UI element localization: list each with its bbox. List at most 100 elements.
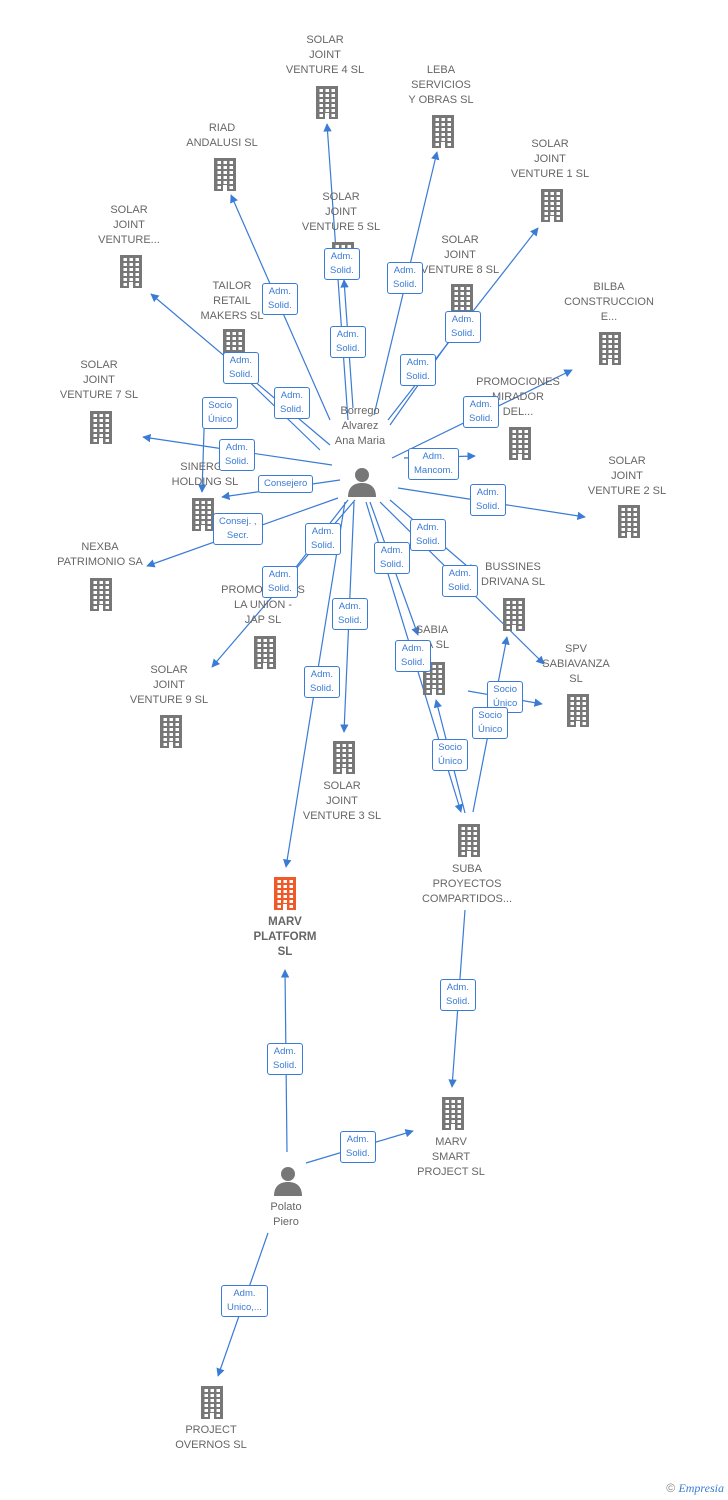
edge-label-borrego-to-tailor[interactable]: Adm. Solid. [274, 387, 310, 419]
node-polato[interactable] [273, 1166, 303, 1201]
edge-label-suba-to-marv_smart[interactable]: Adm. Solid. [440, 979, 476, 1011]
node-marv_platform[interactable] [270, 876, 300, 915]
node-solar2[interactable] [614, 504, 644, 543]
edge-label-borrego-to-solar4[interactable]: Adm. Solid. [324, 248, 360, 280]
building-icon [432, 115, 454, 148]
edge-label-borrego-to-marv_platform[interactable]: Adm. Solid. [304, 666, 340, 698]
node-label-polato[interactable]: Polato Piero [270, 1201, 302, 1228]
edge-label-borrego-to-solar7[interactable]: Adm. Solid. [219, 439, 255, 471]
person-icon [348, 468, 376, 497]
building-icon [254, 636, 276, 669]
node-promociones_mirador[interactable] [505, 426, 535, 465]
node-label-bussines[interactable]: BUSSINES DRIVANA SL [481, 561, 545, 588]
edge-label-suba-to-bussines[interactable]: Socio Único [472, 707, 509, 739]
node-label-solar2[interactable]: SOLAR JOINT VENTURE 2 SL [587, 455, 667, 497]
building-icon [618, 505, 640, 538]
node-label-solar5[interactable]: SOLAR JOINT VENTURE 5 SL [301, 191, 381, 233]
edge-label-borrego-to-bilba[interactable]: Adm. Solid. [463, 396, 499, 428]
node-solar9[interactable] [156, 714, 186, 753]
node-riad[interactable] [210, 157, 240, 196]
edge-label-borrego-to-solar8[interactable]: Adm. Solid. [400, 354, 436, 386]
building-icon [567, 694, 589, 727]
edge-label-borrego-to-solar_venture[interactable]: Adm. Solid. [223, 352, 259, 384]
node-borrego[interactable] [347, 467, 377, 502]
node-suba[interactable] [454, 823, 484, 862]
node-label-solar4[interactable]: SOLAR JOINT VENTURE 4 SL [285, 34, 365, 76]
building-icon [509, 427, 531, 460]
building-icon [274, 877, 296, 910]
node-label-borrego[interactable]: Borrego Alvarez Ana Maria [334, 405, 386, 447]
edge-label-tailor-to-sinergy[interactable]: Socio Único [202, 397, 239, 429]
copyright-symbol: © [666, 1481, 676, 1495]
edge-label-polato-to-project_overnos[interactable]: Adm. Unico,... [221, 1285, 268, 1317]
edge-label-borrego-to-nexba[interactable]: Consej. , Secr. [213, 513, 263, 545]
brand-logo[interactable]: Empresia [678, 1481, 724, 1495]
node-label-solar_venture[interactable]: SOLAR JOINT VENTURE... [98, 204, 160, 246]
edge-label-borrego-to-solar1[interactable]: Adm. Solid. [445, 311, 481, 343]
node-promociones_union[interactable] [250, 635, 280, 674]
node-leba[interactable] [428, 114, 458, 153]
node-label-promociones_mirador[interactable]: PROMOCIONES MIRADOR DEL... [476, 376, 560, 418]
node-label-solar9[interactable]: SOLAR JOINT VENTURE 9 SL [129, 664, 209, 706]
copyright: © Empresia [666, 1481, 724, 1496]
node-label-tailor[interactable]: TAILOR RETAIL MAKERS SL [200, 280, 264, 322]
node-label-solar8[interactable]: SOLAR JOINT VENTURE 8 SL [420, 234, 500, 276]
node-sinergy[interactable] [188, 497, 218, 536]
edge-label-borrego-to-solar2[interactable]: Adm. Solid. [470, 484, 506, 516]
building-icon [214, 158, 236, 191]
building-icon [541, 189, 563, 222]
building-icon [90, 578, 112, 611]
node-label-project_overnos[interactable]: PROJECT OVERNOS SL [175, 1424, 247, 1451]
node-label-solar3[interactable]: SOLAR JOINT VENTURE 3 SL [302, 780, 382, 822]
node-label-solar7[interactable]: SOLAR JOINT VENTURE 7 SL [59, 359, 139, 401]
edge-label-borrego-to-solar5[interactable]: Adm. Solid. [330, 326, 366, 358]
node-solar3[interactable] [329, 740, 359, 779]
building-icon [160, 715, 182, 748]
building-icon [90, 411, 112, 444]
building-icon [192, 498, 214, 531]
node-solar1[interactable] [537, 188, 567, 227]
building-icon [442, 1097, 464, 1130]
node-solar_venture[interactable] [116, 254, 146, 293]
edge-label-borrego-to-promociones_mirador[interactable]: Adm. Mancom. [408, 448, 460, 480]
edge-label-borrego-to-solar9[interactable]: Adm. Solid. [305, 523, 341, 555]
edge-label-polato-to-marv_smart[interactable]: Adm. Solid. [340, 1131, 376, 1163]
edge-label-suba-to-sabia[interactable]: Socio Único [432, 739, 469, 771]
node-label-marv_smart[interactable]: MARV SMART PROJECT SL [417, 1136, 485, 1178]
building-icon [451, 284, 473, 317]
edge-label-borrego-to-spv[interactable]: Adm. Solid. [442, 565, 478, 597]
edge-label-borrego-to-sabia[interactable]: Adm. Solid. [374, 542, 410, 574]
node-nexba[interactable] [86, 577, 116, 616]
node-label-riad[interactable]: RIAD ANDALUSI SL [186, 122, 258, 149]
building-icon [599, 332, 621, 365]
node-label-leba[interactable]: LEBA SERVICIOS Y OBRAS SL [408, 64, 474, 106]
edge-label-polato-to-marv_platform[interactable]: Adm. Solid. [267, 1043, 303, 1075]
building-icon [316, 86, 338, 119]
node-project_overnos[interactable] [197, 1385, 227, 1424]
node-marv_smart[interactable] [438, 1096, 468, 1135]
node-label-sinergy[interactable]: SINERGY HOLDING SL [171, 461, 239, 488]
edge-label-borrego-to-suba[interactable]: Adm. Solid. [395, 640, 431, 672]
node-bussines[interactable] [499, 597, 529, 636]
edge-label-borrego-to-bussines[interactable]: Adm. Solid. [410, 519, 446, 551]
edge-label-borrego-to-promociones_union[interactable]: Adm. Solid. [262, 566, 298, 598]
node-solar8[interactable] [447, 283, 477, 322]
node-label-nexba[interactable]: NEXBA PATRIMONIO SA [57, 541, 143, 568]
edge-label-borrego-to-riad[interactable]: Adm. Solid. [262, 283, 298, 315]
edge-label-borrego-to-solar3[interactable]: Adm. Solid. [332, 598, 368, 630]
node-label-marv_platform[interactable]: MARV PLATFORM SL [253, 916, 317, 958]
node-label-solar1[interactable]: SOLAR JOINT VENTURE 1 SL [510, 138, 590, 180]
building-icon [458, 824, 480, 857]
edge-label-borrego-to-sinergy[interactable]: Consejero [258, 475, 314, 493]
node-label-spv[interactable]: SPV SABIAVANZA SL [542, 643, 610, 685]
node-label-sabia[interactable]: SABIA DIA SL [415, 624, 450, 651]
node-label-bilba[interactable]: BILBA CONSTRUCCION E... [564, 281, 654, 323]
node-solar7[interactable] [86, 410, 116, 449]
node-bilba[interactable] [595, 331, 625, 370]
node-spv[interactable] [563, 693, 593, 732]
node-solar4[interactable] [312, 85, 342, 124]
building-icon [503, 598, 525, 631]
edge-label-borrego-to-leba[interactable]: Adm. Solid. [387, 262, 423, 294]
node-label-suba[interactable]: SUBA PROYECTOS COMPARTIDOS... [421, 863, 513, 905]
